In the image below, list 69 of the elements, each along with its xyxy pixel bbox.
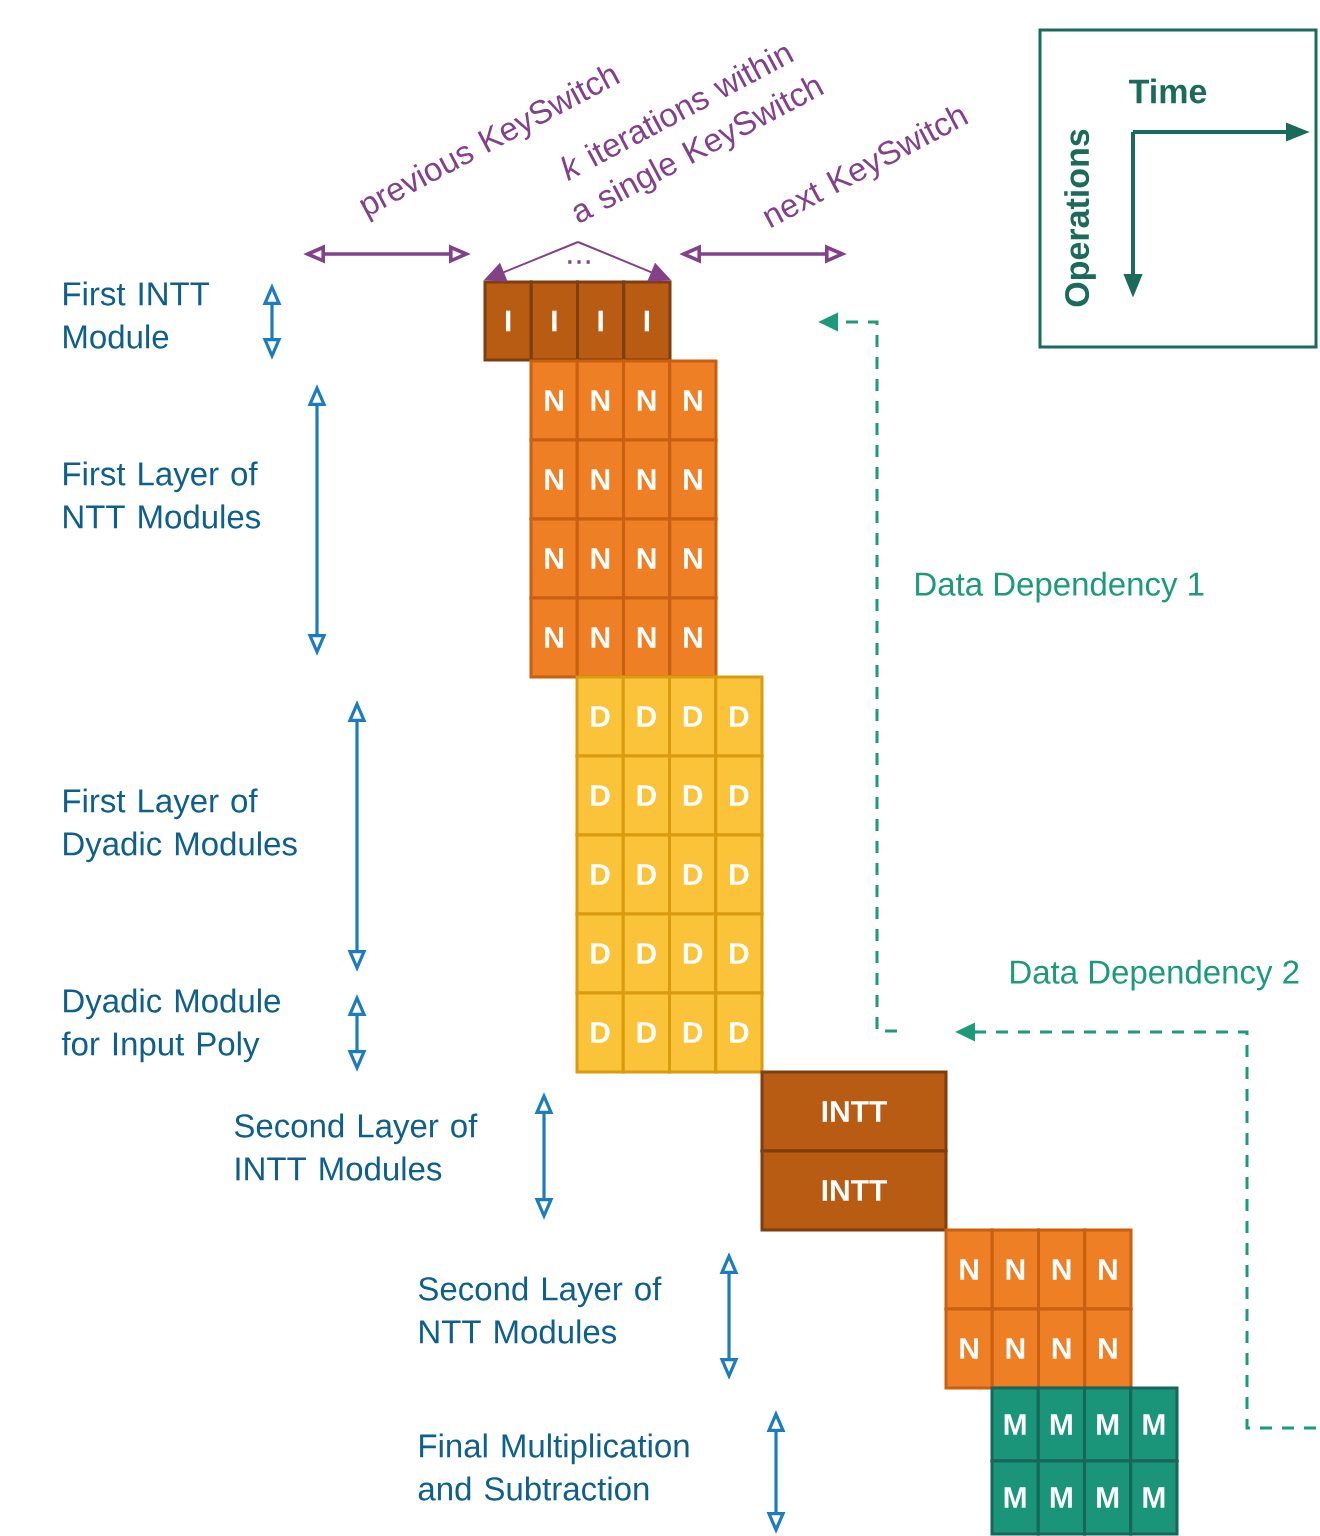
module-cell: N	[575, 596, 625, 679]
module-cell: INTT	[760, 1070, 948, 1153]
module-cell: I	[576, 280, 626, 362]
module-cell: N	[990, 1228, 1040, 1311]
module-cell: D	[714, 912, 764, 995]
module-cell: D	[668, 991, 718, 1074]
annotation-label: Data Dependency 1	[916, 571, 1204, 603]
module-cell: INTT	[760, 1149, 948, 1232]
module-cell: D	[621, 912, 671, 995]
module-cell: D	[575, 833, 625, 916]
module-cell: D	[668, 754, 718, 837]
module-cell: N	[622, 596, 672, 679]
annotation-label: Data Dependency 2	[1011, 959, 1299, 991]
module-cell: M	[1129, 1386, 1179, 1463]
annotation-label: Dyadic Module for Input Poly	[61, 988, 280, 1063]
annotation-label: Second Layer of NTT Modules	[418, 1276, 662, 1344]
module-cell: D	[668, 833, 718, 916]
module-cell: M	[990, 1386, 1040, 1463]
module-cell: N	[575, 517, 625, 600]
annotation-label: First Layer of NTT Modules	[64, 461, 261, 529]
module-cell: I	[483, 280, 533, 362]
module-cell: N	[1037, 1307, 1087, 1390]
module-cell: N	[1037, 1228, 1087, 1311]
module-cell: N	[529, 596, 579, 679]
module-cell: D	[575, 675, 625, 758]
module-cell: N	[990, 1307, 1040, 1390]
module-cell: N	[529, 438, 579, 521]
module-cell: D	[575, 754, 625, 837]
module-cell: D	[714, 991, 764, 1074]
module-cell: N	[622, 359, 672, 442]
module-cell: D	[714, 833, 764, 916]
module-cell: D	[668, 912, 718, 995]
module-cell: N	[529, 517, 579, 600]
module-cell: N	[622, 517, 672, 600]
module-cell: D	[575, 991, 625, 1074]
module-cell: D	[621, 675, 671, 758]
module-cell: D	[714, 675, 764, 758]
module-cell: M	[1036, 1386, 1086, 1463]
module-cell: D	[621, 754, 671, 837]
module-cell: D	[575, 912, 625, 995]
module-cell: N	[622, 438, 672, 521]
module-cell: N	[575, 359, 625, 442]
axes-legend-box: Time Operations	[1038, 28, 1318, 349]
module-cell: N	[944, 1228, 994, 1311]
module-cell: D	[668, 675, 718, 758]
annotation-label: Final Multiplication and Subtraction	[418, 1433, 689, 1501]
module-cell: N	[668, 517, 718, 600]
module-cell: N	[668, 359, 718, 442]
module-cell: N	[668, 596, 718, 679]
module-cell: D	[621, 991, 671, 1074]
module-cell: N	[529, 359, 579, 442]
annotation-label: First Layer of Dyadic Modules	[64, 788, 297, 863]
module-cell: M	[1129, 1459, 1179, 1536]
module-cell: D	[621, 833, 671, 916]
module-cell: I	[622, 280, 672, 362]
module-cell: N	[1083, 1228, 1133, 1311]
ellipsis-label: ...	[568, 260, 590, 264]
annotation-label: Second Layer of INTT Modules	[234, 1113, 478, 1181]
module-cell: N	[944, 1307, 994, 1390]
module-cell: I	[529, 280, 579, 362]
module-cell: M	[1083, 1459, 1133, 1536]
module-cell: N	[668, 438, 718, 521]
module-cell: N	[575, 438, 625, 521]
module-cell: M	[1036, 1459, 1086, 1536]
annotation-label: First INTT Module	[64, 281, 210, 349]
module-cell: M	[1083, 1386, 1133, 1463]
module-cell: N	[1083, 1307, 1133, 1390]
module-cell: D	[714, 754, 764, 837]
module-cell: M	[990, 1459, 1040, 1536]
